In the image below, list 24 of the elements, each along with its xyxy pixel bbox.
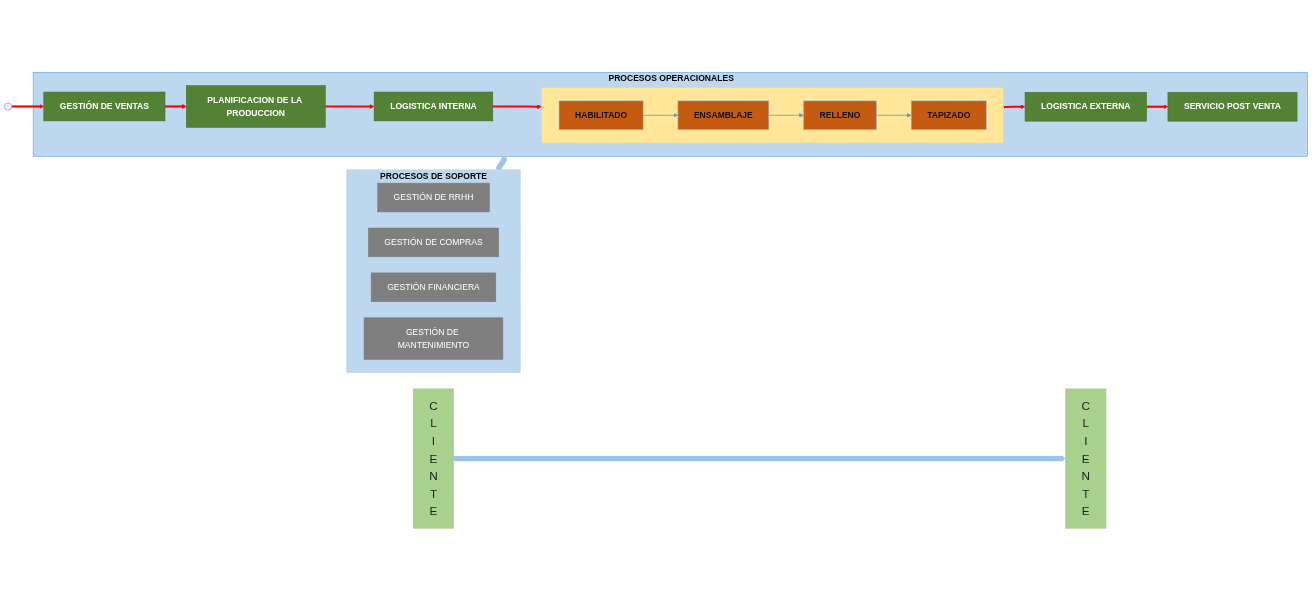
node-box: LOGISTICA EXTERNA	[1024, 92, 1147, 122]
node-box: ENSAMBLAJE	[677, 100, 770, 131]
cluster	[541, 87, 1004, 144]
arrow	[495, 156, 508, 172]
node-box: GESTIÓN DE RRHH	[377, 183, 490, 213]
arrow	[325, 104, 375, 110]
node-box: GESTIÓN DE MANTENIMIENTO	[363, 317, 504, 360]
node-box: RELLENO	[803, 100, 877, 131]
node-box: LOGISTICA INTERNA	[373, 92, 494, 122]
node-box: GESTIÓN FINANCIERA	[370, 272, 497, 303]
arrow	[1003, 104, 1026, 110]
node-box: SERVICIO POST VENTA	[1167, 92, 1298, 122]
node-box: CLIENTE	[1065, 388, 1107, 529]
node-box: PLANIFICACION DE LA PRODUCCION	[186, 85, 326, 128]
arrow	[11, 104, 44, 110]
arrow	[1146, 104, 1169, 110]
node-box: GESTIÓN DE VENTAS	[43, 92, 166, 122]
node-box: TAPIZADO	[910, 100, 987, 131]
arrow	[165, 104, 187, 110]
node-box: GESTIÓN DE COMPRAS	[368, 227, 499, 258]
arrow	[492, 104, 542, 110]
node-box: CLIENTE	[412, 388, 454, 529]
arrow	[453, 456, 1066, 462]
node-box: HABILITADO	[558, 100, 644, 131]
